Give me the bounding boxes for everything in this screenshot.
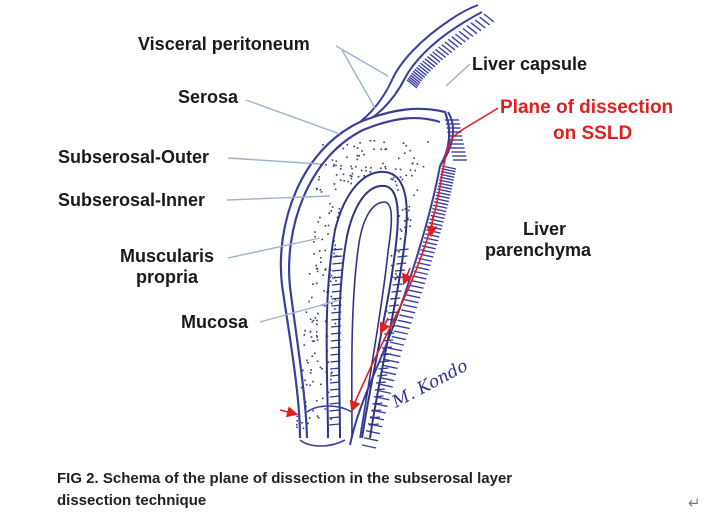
caption-line2: dissection technique: [57, 492, 207, 509]
dissection-plane: [279, 107, 499, 418]
label-mucosa: Mucosa: [181, 312, 249, 332]
liver-capsule-hatching: [406, 13, 495, 161]
label-serosa: Serosa: [178, 87, 239, 107]
leader-lines: [226, 45, 471, 323]
cut-section-bottom: [299, 405, 353, 447]
artist-signature: M. Kondo: [388, 356, 471, 413]
label-liver-capsule: Liver capsule: [472, 54, 587, 74]
return-glyph: ↵: [688, 494, 701, 512]
label-subserosal-inner: Subserosal-Inner: [58, 190, 205, 210]
mucosa-outline: [350, 201, 393, 439]
serosa-outline: [279, 107, 451, 439]
label-muscularis-line1: Muscularis: [120, 246, 214, 266]
caption-line1: FIG 2. Schema of the plane of dissection…: [57, 470, 513, 487]
label-subserosal-outer: Subserosal-Outer: [58, 147, 209, 167]
label-liver-line2: parenchyma: [485, 240, 592, 260]
label-muscularis-line2: propria: [136, 267, 199, 287]
label-visceral-peritoneum: Visceral peritoneum: [138, 34, 310, 54]
label-plane-of-dissection-line1: Plane of dissection: [500, 97, 673, 118]
peritoneum-capsule-line: [359, 4, 483, 123]
figure-caption: FIG 2. Schema of the plane of dissection…: [57, 468, 657, 512]
label-liver-line1: Liver: [523, 219, 566, 239]
label-plane-of-dissection-line2: on SSLD: [553, 123, 632, 144]
